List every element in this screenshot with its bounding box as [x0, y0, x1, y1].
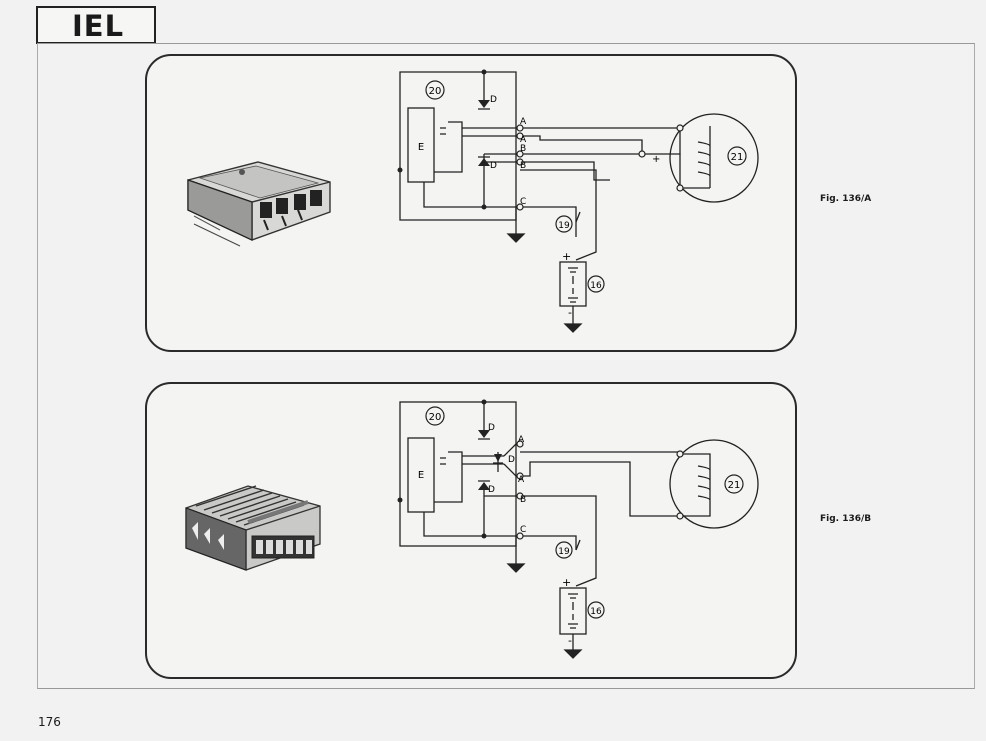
terminal-b1-label-a: B — [520, 144, 526, 154]
terminal-b-label-b: B — [520, 495, 526, 505]
figure-caption-b: Fig. 136/B — [820, 514, 872, 524]
diode-mid-label-b: D — [508, 455, 515, 465]
electronic-box-label-b: E — [418, 470, 424, 481]
terminal-a2-label-b: A — [518, 475, 525, 485]
diode-bottom-label-a: D — [490, 161, 497, 171]
battery-number-label-b: 16 — [590, 607, 602, 617]
diode-top-label-b: D — [488, 423, 495, 433]
header-brand-title: IEL — [72, 9, 125, 43]
terminal-a1-label-b: A — [518, 435, 525, 445]
regulator-number-label-a: 20 — [429, 86, 442, 97]
diode-bottom-label-b: D — [488, 485, 495, 495]
battery-minus-label-a: - — [568, 306, 572, 319]
terminal-a1-label-a: A — [520, 117, 527, 127]
stator-number-label-a: 21 — [731, 152, 744, 163]
diode-top-label-a: D — [490, 95, 497, 105]
terminal-a2-label-a: A — [520, 135, 527, 145]
regulator-number-label-b: 20 — [429, 412, 442, 423]
stator-number-label-b: 21 — [728, 480, 741, 491]
battery-number-label-a: 16 — [590, 281, 602, 291]
battery-plus-label-b: + — [562, 576, 571, 589]
terminal-c-label-b: C — [520, 525, 526, 535]
circuit-diagram-b: 20 E 21 19 16 D D D A A B C + - — [397, 399, 759, 659]
circuit-diagram-a: 20 E 21 19 16 D D A A B B C + - + — [397, 69, 759, 333]
battery-plus-label-a: + — [562, 250, 571, 263]
stator-plus-label-a: + — [652, 154, 660, 165]
switch-number-label-b: 19 — [558, 547, 570, 557]
switch-number-label-a: 19 — [558, 221, 570, 231]
terminal-b2-label-a: B — [520, 161, 526, 171]
electronic-box-label-a: E — [418, 142, 424, 153]
header-brand-box: IEL — [36, 6, 156, 44]
page-frame — [37, 43, 975, 689]
figure-caption-a: Fig. 136/A — [820, 194, 872, 204]
page-number: 176 — [38, 715, 61, 729]
regulator-illustration-a — [187, 161, 331, 247]
battery-minus-label-b: - — [568, 634, 572, 647]
regulator-illustration-b — [185, 485, 321, 571]
terminal-c-label-a: C — [520, 197, 526, 207]
